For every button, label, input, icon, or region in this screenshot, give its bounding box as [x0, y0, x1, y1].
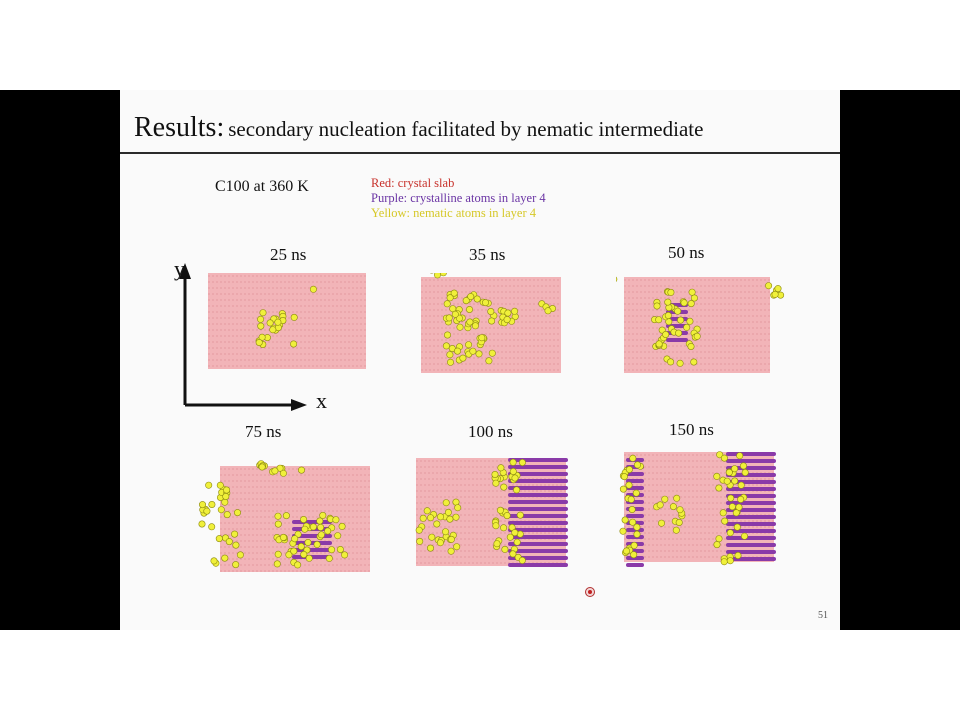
legend-purple: Purple: crystalline atoms in layer 4	[371, 191, 546, 205]
snapshot-50ns	[616, 273, 786, 383]
y-axis-label: y	[174, 256, 185, 281]
md-snapshot-graphic	[421, 273, 561, 373]
x-axis-label: x	[316, 388, 327, 413]
system-label: C100 at 360 K	[215, 178, 309, 195]
md-snapshot-graphic	[619, 451, 776, 567]
md-snapshot-graphic	[198, 460, 370, 572]
legend-yellow: Yellow: nematic atoms in layer 4	[371, 206, 537, 220]
time-label-150: 150 ns	[669, 420, 714, 439]
axes-arrows-icon	[179, 263, 307, 411]
snapshot-35ns	[413, 273, 573, 383]
slide-title-lead: Results:	[134, 112, 225, 143]
slide-title: Results: secondary nucleation facilitate…	[134, 112, 703, 144]
time-label-25: 25 ns	[270, 245, 307, 264]
color-legend: Red: crystal slab Purple: crystalline at…	[371, 176, 546, 221]
legend-red: Red: crystal slab	[371, 176, 455, 190]
time-label-100: 100 ns	[468, 422, 513, 441]
snapshot-25ns	[208, 273, 368, 373]
laser-pointer-icon	[585, 587, 595, 597]
snapshot-150ns	[616, 448, 786, 583]
xy-axes	[175, 255, 315, 420]
md-snapshot-graphic	[616, 276, 785, 373]
time-label-35: 35 ns	[469, 245, 506, 264]
title-divider	[120, 152, 840, 154]
md-snapshot-graphic	[208, 273, 366, 369]
time-label-50: 50 ns	[668, 243, 705, 262]
time-label-75: 75 ns	[245, 422, 282, 441]
slide-title-rest: secondary nucleation facilitated by nema…	[228, 117, 704, 141]
snapshot-75ns	[192, 450, 382, 580]
snapshot-100ns	[408, 452, 578, 582]
presentation-slide: Results: secondary nucleation facilitate…	[120, 90, 840, 630]
md-snapshot-graphic	[415, 458, 568, 567]
page-number: 51	[818, 610, 828, 621]
